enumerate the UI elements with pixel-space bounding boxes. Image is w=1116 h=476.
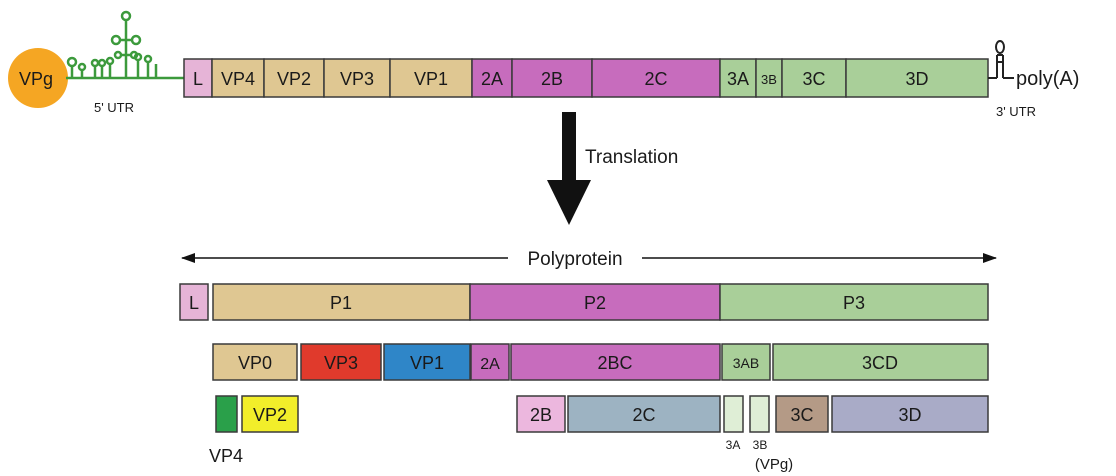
pp-2bc (510, 343, 721, 381)
pp-vp0 (212, 343, 298, 381)
pp-label: VP1 (410, 353, 444, 373)
translation-label: Translation (585, 147, 678, 168)
genome-seg-label: 2C (644, 69, 667, 89)
utr5-label: 5' UTR (94, 100, 134, 115)
pp-label: VP0 (238, 353, 272, 373)
pp-3d (831, 395, 989, 433)
pp-p3 (719, 283, 989, 321)
pp-label: 3CD (862, 353, 898, 373)
genome-seg-vp3 (323, 58, 391, 98)
pp-label: VP3 (324, 353, 358, 373)
genome-seg-label: 3C (802, 69, 825, 89)
utr5-stem-loops (66, 10, 184, 80)
genome-seg-label: 2A (481, 69, 503, 89)
pp-2a (470, 343, 510, 381)
pp-label: 2BC (597, 353, 632, 373)
pp-vp4 (215, 395, 238, 433)
genome-seg-l (183, 58, 213, 98)
pp-vp2 (241, 395, 299, 433)
utr3-hairpin (988, 40, 1014, 79)
pp-3a (723, 395, 744, 433)
pp-label: L (189, 293, 199, 313)
pp-label: 3D (898, 405, 921, 425)
utr3-label: 3' UTR (996, 104, 1036, 119)
translation-arrow: Translation (547, 112, 678, 225)
pp-vp3 (300, 343, 382, 381)
genome-seg-2a (471, 58, 513, 98)
pp-p2 (469, 283, 721, 321)
vpg-circle (8, 48, 68, 108)
pp-label: 2B (530, 405, 552, 425)
vpg-paren-label: (VPg) (755, 456, 793, 473)
genome-segments: L VP4 VP2 VP3 VP1 2A 2B 2C 3A 3B 3C 3D (183, 58, 989, 98)
pp-p1 (212, 283, 471, 321)
translation-arrow-shaft (562, 112, 576, 182)
pp-label: P3 (843, 293, 865, 313)
genome-seg-3d (845, 58, 989, 98)
pp-label: P1 (330, 293, 352, 313)
genome-seg-label: VP1 (414, 69, 448, 89)
genome-seg-3a (719, 58, 757, 98)
vp4-label: VP4 (209, 446, 243, 466)
pp-3c (775, 395, 829, 433)
pp-label: P2 (584, 293, 606, 313)
genome-seg-2b (511, 58, 593, 98)
pp-l (179, 283, 209, 321)
genome-seg-vp1 (389, 58, 473, 98)
polyprotein-row-2: VP0 VP3 VP1 2A 2BC 3AB 3CD (212, 343, 989, 381)
genome-seg-2c (591, 58, 721, 98)
label-3b: 3B (753, 438, 768, 452)
pp-2b (516, 395, 566, 433)
genome-seg-label: 3A (727, 69, 749, 89)
pp-vp1 (383, 343, 471, 381)
polya-label: poly(A) (1016, 68, 1079, 90)
polyprotein-label: Polyprotein (527, 249, 622, 270)
genome-seg-label: 3B (761, 72, 777, 87)
pp-3b (749, 395, 770, 433)
genome-row: VPg 5' UTR (8, 10, 1079, 119)
pp-label: 3C (790, 405, 813, 425)
pp-3cd (772, 343, 989, 381)
genome-seg-label: VP4 (221, 69, 255, 89)
genome-seg-3c (781, 58, 847, 98)
pp-label: 2C (632, 405, 655, 425)
genome-seg-label: L (193, 69, 203, 89)
genome-seg-label: VP2 (277, 69, 311, 89)
pp-2c (567, 395, 721, 433)
polyprotein-arrow: Polyprotein (181, 249, 997, 270)
polyprotein-row-3: VP2 2B 2C 3C 3D VP4 3A 3B (VPg) (209, 395, 989, 473)
pp-label: 3AB (733, 355, 759, 371)
label-3a: 3A (726, 438, 741, 452)
pp-label: 2A (480, 356, 500, 373)
translation-arrow-head (547, 180, 591, 225)
polyprotein-row-1: L P1 P2 P3 (179, 283, 989, 321)
genome-seg-label: 2B (541, 69, 563, 89)
vpg-label: VPg (19, 69, 53, 89)
pp-3ab (721, 343, 771, 381)
pp-label: VP2 (253, 405, 287, 425)
genome-seg-label: VP3 (340, 69, 374, 89)
genome-seg-vp2 (263, 58, 325, 98)
genome-seg-label: 3D (905, 69, 928, 89)
